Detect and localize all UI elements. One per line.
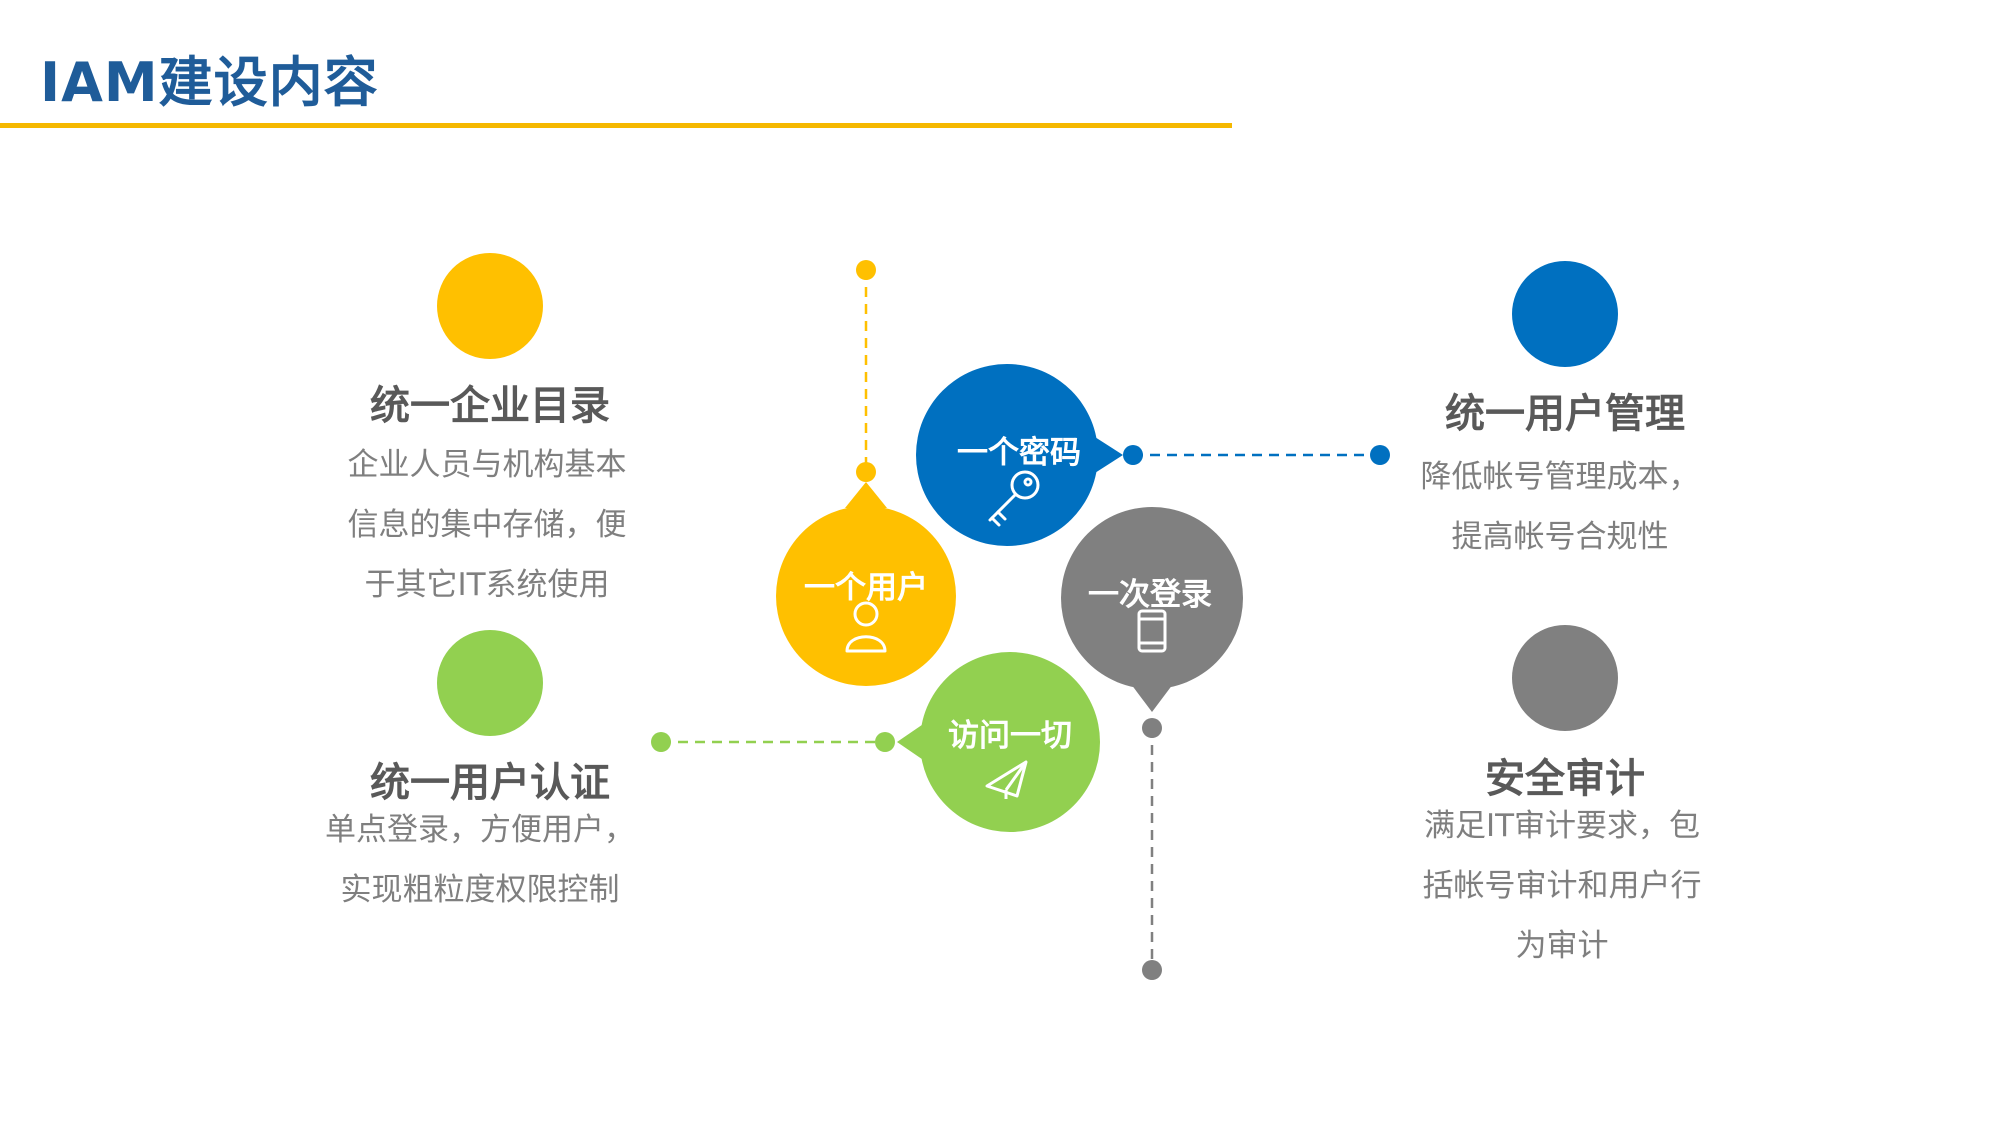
bubble-single-login bbox=[1061, 507, 1243, 712]
feature-desc-user-management: 降低帐号管理成本， 提高帐号合规性 bbox=[1421, 447, 1700, 567]
title-underline bbox=[0, 123, 1232, 128]
yellow-connector-start-dot bbox=[856, 462, 876, 482]
feature-dot-authentication bbox=[437, 630, 543, 736]
feature-desc-line: 为审计 bbox=[1515, 928, 1609, 964]
feature-desc-authentication: 单点登录，方便用户， 实现粗粒度权限控制 bbox=[325, 800, 635, 920]
feature-title-authentication: 统一用户认证 bbox=[370, 760, 610, 806]
feature-desc-line: 括帐号审计和用户行 bbox=[1422, 868, 1702, 904]
gray-connector-start-dot bbox=[1142, 718, 1162, 738]
user-icon bbox=[845, 601, 887, 653]
feature-desc-line: 单点登录，方便用户， bbox=[325, 812, 635, 848]
feature-desc-line: 实现粗粒度权限控制 bbox=[340, 872, 620, 908]
bubble-access-all bbox=[897, 652, 1100, 832]
yellow-connector-end-dot bbox=[856, 260, 876, 280]
feature-dot-security-audit bbox=[1512, 625, 1618, 731]
feature-desc-line: 于其它IT系统使用 bbox=[364, 567, 610, 603]
bubble-one-password bbox=[916, 364, 1123, 546]
feature-dot-user-management bbox=[1512, 261, 1618, 367]
feature-desc-line: 满足IT审计要求，包 bbox=[1423, 808, 1701, 844]
blue-connector-end-dot bbox=[1370, 445, 1390, 465]
green-connector-end-dot bbox=[651, 732, 671, 752]
bubble-label-access-all: 访问一切 bbox=[948, 718, 1072, 754]
blue-connector-start-dot bbox=[1123, 445, 1143, 465]
feature-desc-line: 提高帐号合规性 bbox=[1451, 519, 1669, 555]
bubble-label-single-login: 一次登录 bbox=[1088, 577, 1212, 613]
gray-connector-end-dot bbox=[1142, 960, 1162, 980]
bubble-one-user bbox=[776, 482, 956, 686]
feature-title-directory: 统一企业目录 bbox=[370, 383, 610, 429]
key-icon bbox=[988, 470, 1040, 527]
feature-dot-directory bbox=[437, 253, 543, 359]
feature-desc-security-audit: 满足IT审计要求，包 括帐号审计和用户行 为审计 bbox=[1423, 796, 1702, 976]
feature-desc-line: 降低帐号管理成本， bbox=[1420, 459, 1700, 495]
feature-title-user-management: 统一用户管理 bbox=[1445, 391, 1685, 437]
feature-desc-line: 企业人员与机构基本 bbox=[347, 447, 627, 483]
feature-desc-line: 信息的集中存储，便 bbox=[347, 507, 627, 543]
page-title: IAM建设内容 bbox=[40, 51, 379, 114]
green-connector-start-dot bbox=[875, 732, 895, 752]
feature-title-security-audit: 安全审计 bbox=[1485, 756, 1645, 802]
feature-desc-directory: 企业人员与机构基本 信息的集中存储，便 于其它IT系统使用 bbox=[348, 435, 627, 615]
paper-plane-icon bbox=[985, 760, 1028, 799]
mobile-phone-icon bbox=[1137, 609, 1167, 653]
bubble-label-one-password: 一个密码 bbox=[957, 435, 1081, 471]
bubble-label-one-user: 一个用户 bbox=[804, 570, 928, 606]
